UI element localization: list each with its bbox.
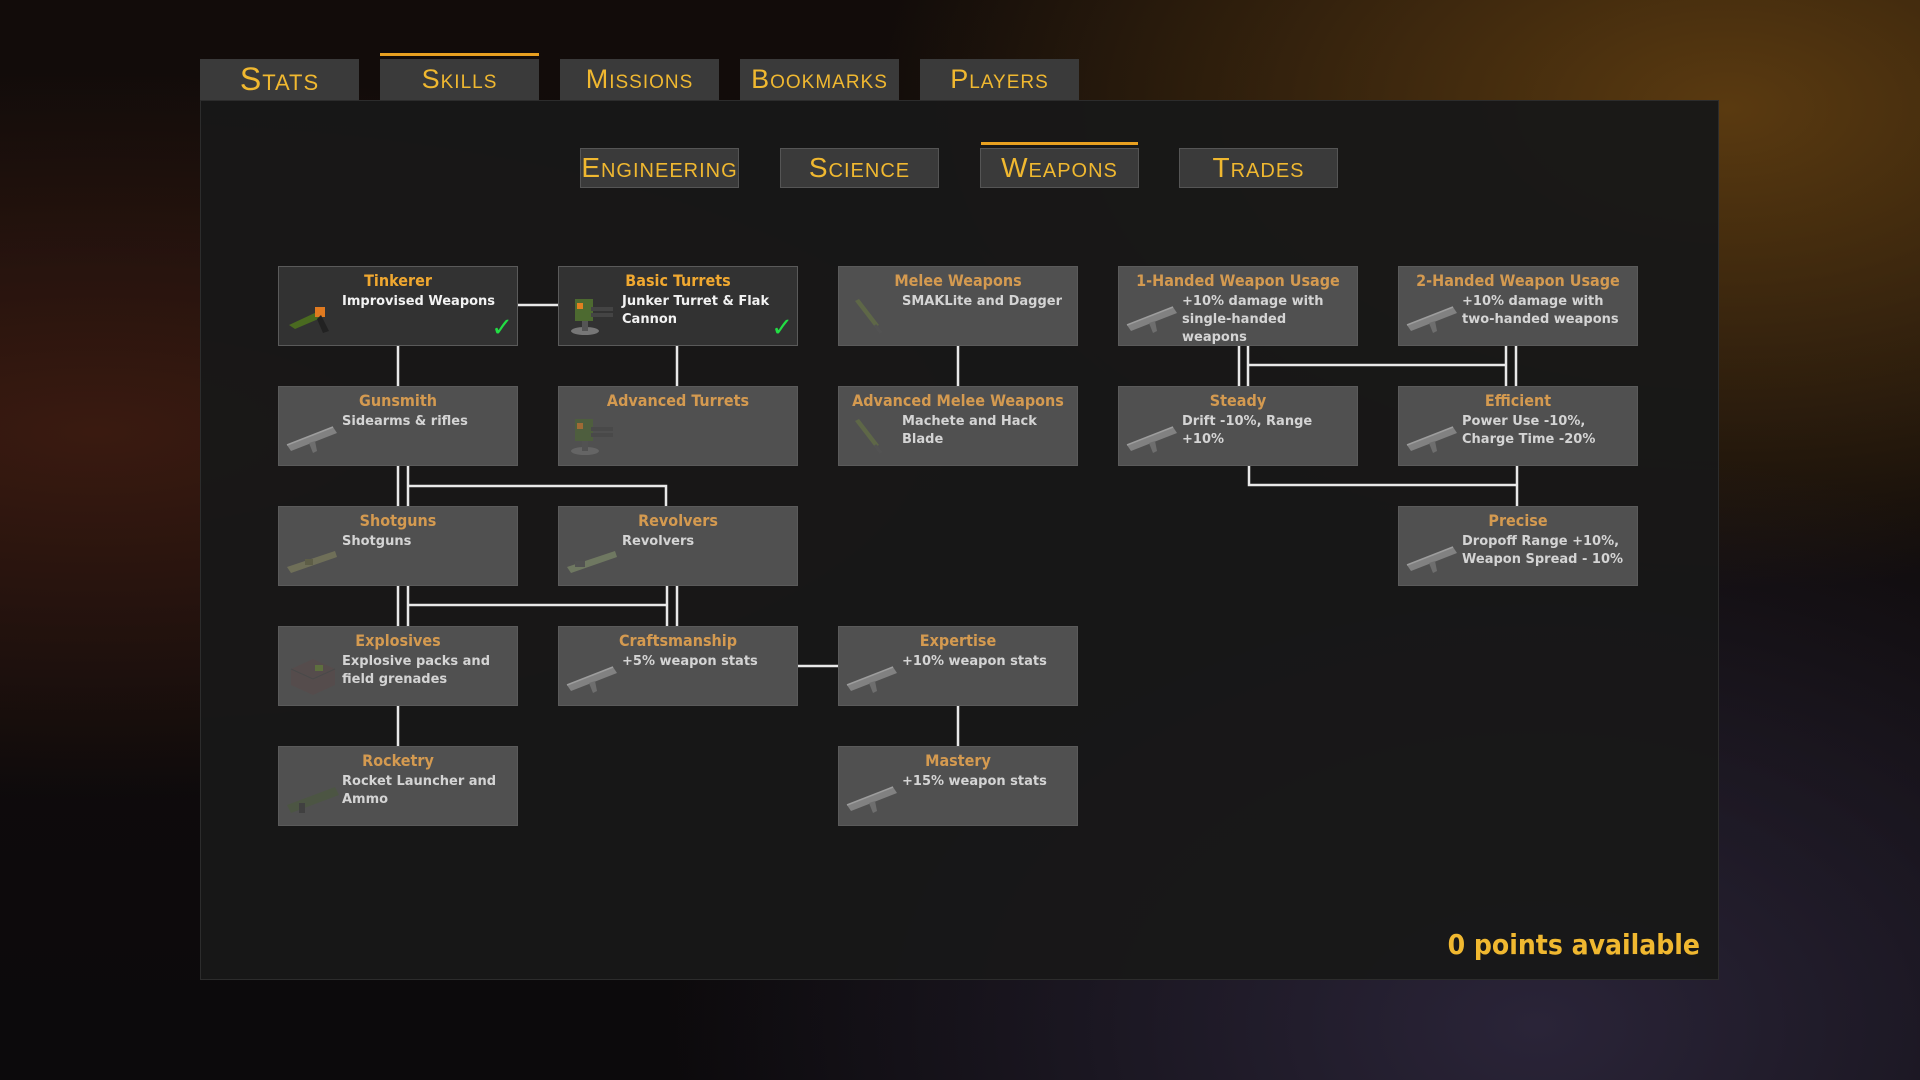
skill-card-gunsmith[interactable]: Gunsmith Sidearms & rifles: [278, 386, 518, 466]
skill-card-advanced-turrets[interactable]: Advanced Turrets: [558, 386, 798, 466]
rifle-icon: [1405, 415, 1461, 455]
skill-card-expertise[interactable]: Expertise +10% weapon stats: [838, 626, 1078, 706]
skill-card-explosives[interactable]: Explosives Explosive packs and field gre…: [278, 626, 518, 706]
skill-card-efficient[interactable]: Efficient Power Use -10%, Charge Time -2…: [1398, 386, 1638, 466]
rifle-icon: [845, 655, 901, 695]
skill-card-melee-weapons[interactable]: Melee Weapons SMAKLite and Dagger: [838, 266, 1078, 346]
skill-description: +15% weapon stats: [902, 774, 1047, 789]
skill-card-rocketry[interactable]: Rocketry Rocket Launcher and Ammo: [278, 746, 518, 826]
rifle-icon: [1125, 295, 1181, 335]
points-available: 0 points available: [1447, 928, 1700, 961]
skill-card-craftsmanship[interactable]: Craftsmanship +5% weapon stats: [558, 626, 798, 706]
skill-card-revolvers[interactable]: Revolvers Revolvers: [558, 506, 798, 586]
skill-title: Rocketry: [362, 751, 434, 770]
skill-title: Expertise: [919, 631, 997, 650]
skill-description: +10% damage with single-handed weapons: [1182, 294, 1324, 345]
rifle-icon: [285, 415, 341, 455]
skill-description: Improvised Weapons: [342, 294, 496, 309]
explosive-pack-icon: [285, 655, 341, 695]
skill-description: Drift -10%, Range +10%: [1182, 414, 1313, 447]
skill-description: Shotguns: [342, 534, 412, 549]
skill-description: Explosive packs and field grenades: [342, 654, 490, 687]
skill-title: Mastery: [925, 751, 991, 770]
skill-title: Craftsmanship: [618, 631, 738, 650]
skill-card-mastery[interactable]: Mastery +15% weapon stats: [838, 746, 1078, 826]
skill-description: Rocket Launcher and Ammo: [342, 774, 497, 807]
skill-title: Basic Turrets: [625, 271, 731, 290]
rifle-icon: [565, 655, 621, 695]
skill-title: Shotguns: [359, 511, 437, 530]
rocket-launcher-icon: [285, 775, 341, 815]
tab-skills[interactable]: Skills: [380, 53, 539, 100]
skill-card-1-handed-weapon-usage[interactable]: 1-Handed Weapon Usage +10% damage with s…: [1118, 266, 1358, 346]
skill-card-basic-turrets[interactable]: Basic Turrets Junker Turret & Flak Canno…: [558, 266, 798, 346]
revolver-icon: [565, 535, 621, 575]
skill-card-2-handed-weapon-usage[interactable]: 2-Handed Weapon Usage +10% damage with t…: [1398, 266, 1638, 346]
skill-description: SMAKLite and Dagger: [902, 294, 1062, 309]
rifle-icon: [845, 775, 901, 815]
checkmark-icon: ✓: [771, 313, 793, 343]
subtab-engineering[interactable]: Engineering: [580, 148, 739, 188]
subtab-trades[interactable]: Trades: [1179, 148, 1338, 188]
checkmark-icon: ✓: [491, 313, 513, 343]
tab-stats[interactable]: Stats: [200, 59, 359, 100]
skill-card-tinkerer[interactable]: Tinkerer Improvised Weapons ✓: [278, 266, 518, 346]
skill-title: Revolvers: [638, 511, 718, 530]
skill-card-shotguns[interactable]: Shotguns Shotguns: [278, 506, 518, 586]
skill-title: Explosives: [355, 631, 441, 650]
skill-description: Machete and Hack Blade: [902, 414, 1037, 447]
skill-description: Dropoff Range +10%, Weapon Spread - 10%: [1462, 534, 1624, 567]
skill-title: 2-Handed Weapon Usage: [1416, 271, 1620, 290]
skill-title: Precise: [1488, 511, 1548, 530]
turret-icon: [565, 415, 621, 455]
skill-description: Junker Turret & Flak Cannon: [622, 294, 770, 327]
skill-title: Advanced Turrets: [606, 391, 750, 410]
tab-players[interactable]: Players: [920, 59, 1079, 100]
skill-card-advanced-melee-weapons[interactable]: Advanced Melee Weapons Machete and Hack …: [838, 386, 1078, 466]
skill-card-steady[interactable]: Steady Drift -10%, Range +10%: [1118, 386, 1358, 466]
skill-description: Sidearms & rifles: [342, 414, 468, 429]
skill-card-precise[interactable]: Precise Dropoff Range +10%, Weapon Sprea…: [1398, 506, 1638, 586]
skill-title: Tinkerer: [364, 271, 432, 290]
knife-icon: [845, 415, 901, 455]
skill-title: Steady: [1209, 391, 1267, 410]
skill-description: Revolvers: [622, 534, 695, 549]
skill-title: Melee Weapons: [894, 271, 1022, 290]
skill-title: Efficient: [1484, 391, 1552, 410]
skill-description: +10% damage with two-handed weapons: [1462, 294, 1619, 327]
turret-icon: [565, 295, 621, 335]
rifle-icon: [1405, 295, 1461, 335]
skill-title: 1-Handed Weapon Usage: [1136, 271, 1340, 290]
rifle-icon: [1405, 535, 1461, 575]
skill-title: Advanced Melee Weapons: [852, 391, 1064, 410]
subtab-weapons[interactable]: Weapons: [980, 142, 1139, 188]
skill-description: +10% weapon stats: [902, 654, 1047, 669]
tab-missions[interactable]: Missions: [560, 59, 719, 100]
shotgun-icon: [285, 535, 341, 575]
rifle-icon: [1125, 415, 1181, 455]
skill-description: Power Use -10%, Charge Time -20%: [1462, 414, 1596, 447]
subtab-science[interactable]: Science: [780, 148, 939, 188]
skill-title: Gunsmith: [359, 391, 437, 410]
skill-description: +5% weapon stats: [622, 654, 758, 669]
tab-bookmarks[interactable]: Bookmarks: [740, 59, 899, 100]
pistol-icon: [285, 295, 341, 335]
knife-icon: [845, 295, 901, 335]
